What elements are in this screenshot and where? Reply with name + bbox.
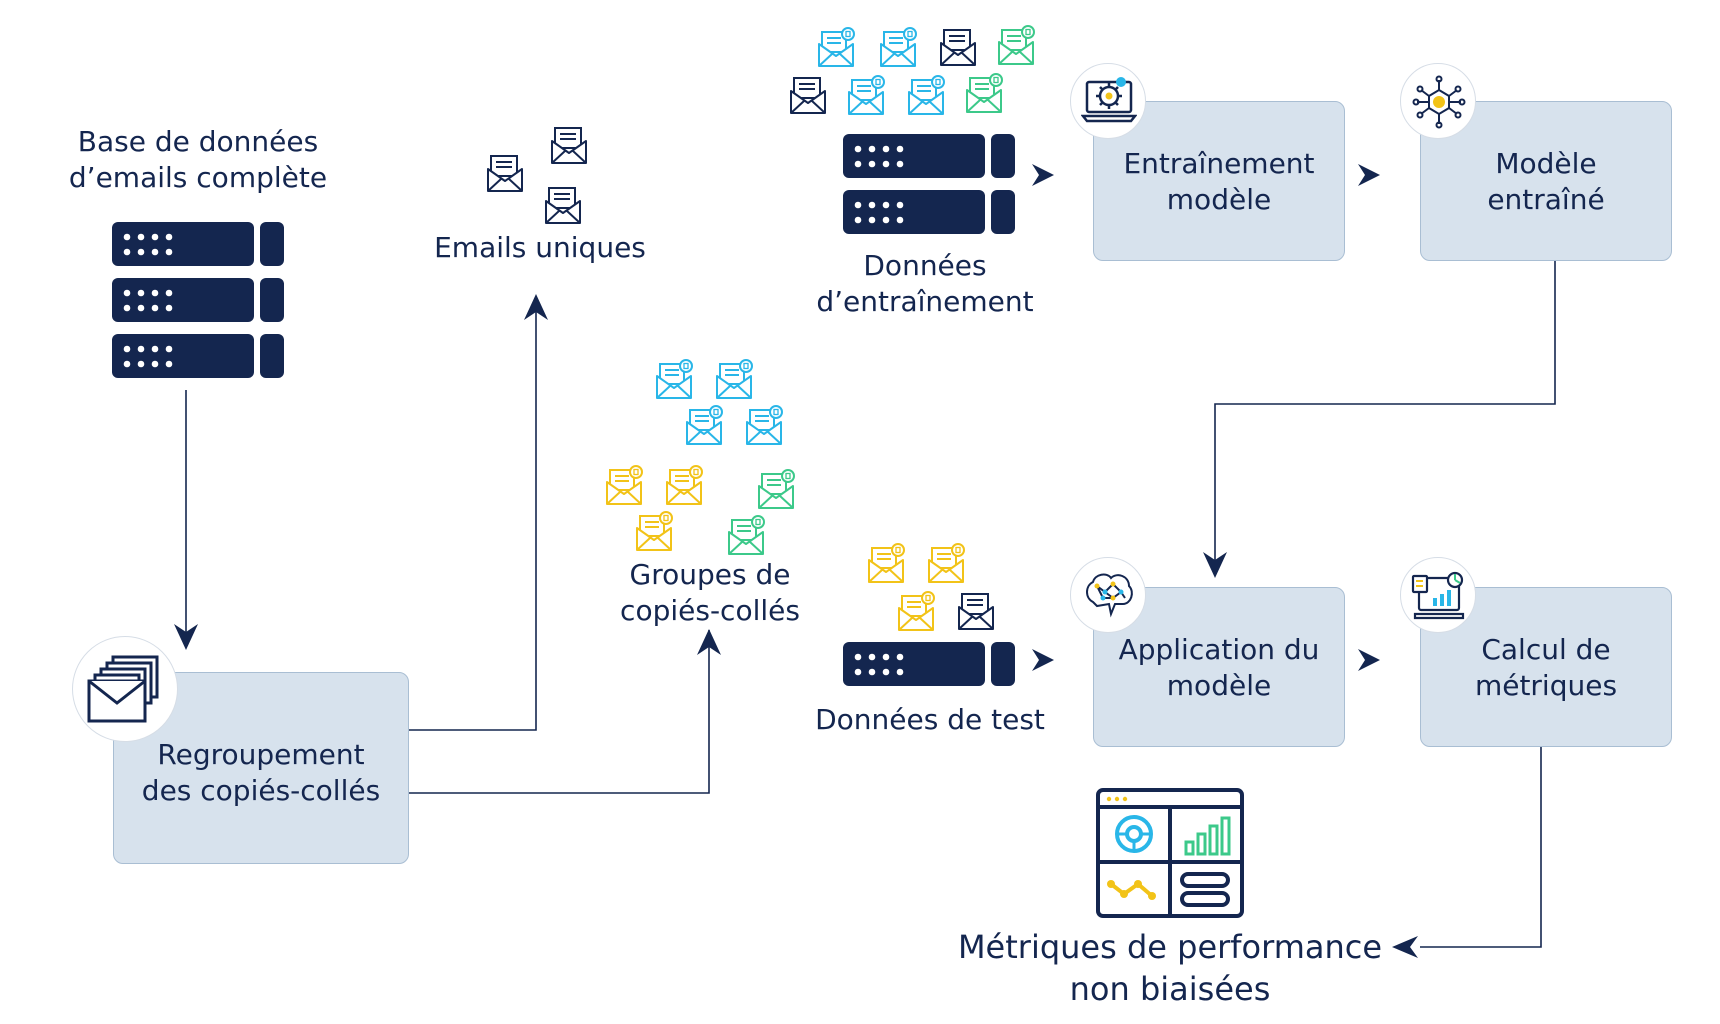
arrow-down-regroupement — [174, 624, 198, 650]
test-envelopes — [868, 543, 994, 631]
calcul-label-2: métriques — [1474, 669, 1618, 702]
envelope-icon — [790, 77, 826, 114]
dashboard-icon — [1096, 788, 1244, 918]
analytics-badge — [1400, 557, 1476, 633]
envelope-icon — [758, 469, 795, 509]
analytics-screen-icon — [1411, 571, 1465, 620]
calcul-label-1: Calcul de — [1481, 633, 1611, 666]
training-badge — [1070, 63, 1146, 139]
envelope-icon — [606, 465, 643, 505]
envelope-icon — [908, 75, 945, 115]
ai-chip-badge — [1400, 63, 1476, 139]
envelope-icon — [998, 25, 1035, 65]
application-label-1: Application du — [1118, 633, 1320, 666]
connectors — [185, 257, 1556, 948]
server-stack-icon — [112, 222, 284, 378]
envelope-icon — [818, 27, 855, 67]
envelope-icon — [545, 187, 581, 224]
envelope-icon — [940, 29, 976, 66]
regroupement-label-1: Regroupement — [157, 738, 365, 771]
application-label-2: modèle — [1166, 669, 1272, 702]
mail-stack-badge — [72, 636, 178, 742]
entrainement-label-2: modèle — [1166, 183, 1272, 216]
envelope-icon — [966, 73, 1003, 113]
arrow-up-emails-uniques — [524, 294, 548, 320]
envelope-icon — [551, 127, 587, 164]
envelope-icon — [958, 593, 994, 630]
groupes-label: Groupes de copiés-collés — [620, 558, 800, 627]
entrainement-label-1: Entraînement — [1123, 147, 1315, 180]
server-stack-icon — [843, 134, 1015, 234]
envelope-icon — [656, 359, 693, 399]
envelope-icon — [880, 27, 917, 67]
mail-stack-icon — [87, 655, 159, 723]
training-envelopes — [790, 25, 1035, 115]
regroupement-label-2: des copiés-collés — [141, 774, 381, 807]
emails-uniques-label: Emails uniques — [434, 231, 646, 264]
arrow-left-metriques — [1392, 936, 1418, 958]
gear-laptop-icon — [1081, 77, 1137, 123]
envelope-icon — [868, 543, 905, 583]
envelope-icon — [928, 543, 965, 583]
arrow-up-groupes — [697, 629, 721, 655]
modele-label-1: Modèle — [1495, 147, 1597, 180]
base-db-label: Base de données d’emails complète — [68, 125, 328, 194]
calcul-box: Calcul de métriques — [1420, 587, 1672, 747]
modele-label-2: entraîné — [1487, 183, 1605, 216]
arrow-down-application — [1203, 552, 1227, 578]
arrow-right-to-application — [1032, 649, 1054, 671]
envelope-icon — [666, 465, 703, 505]
envelope-icon — [487, 155, 523, 192]
donnees-test-label: Données de test — [815, 703, 1045, 736]
emails-uniques-envelopes — [487, 127, 587, 224]
envelope-icon — [848, 75, 885, 115]
arrow-right-to-entrainement — [1032, 164, 1054, 186]
envelope-icon — [746, 405, 783, 445]
envelope-icon — [636, 511, 673, 551]
server-icon — [843, 642, 1015, 686]
envelope-icon — [686, 405, 723, 445]
arrow-right-to-calcul — [1358, 649, 1380, 671]
envelope-icon — [716, 359, 753, 399]
ai-chip-icon — [1412, 75, 1466, 129]
neural-brain-icon — [1086, 573, 1133, 618]
metriques-label: Métriques de performance non biaisées — [957, 928, 1383, 1008]
donnees-entrainement-label: Données d’entraînement — [816, 249, 1034, 318]
groupes-envelopes — [606, 359, 795, 555]
envelope-icon — [898, 591, 935, 631]
brain-badge — [1070, 557, 1146, 633]
envelope-icon — [728, 515, 765, 555]
arrow-right-to-modele — [1358, 164, 1380, 186]
